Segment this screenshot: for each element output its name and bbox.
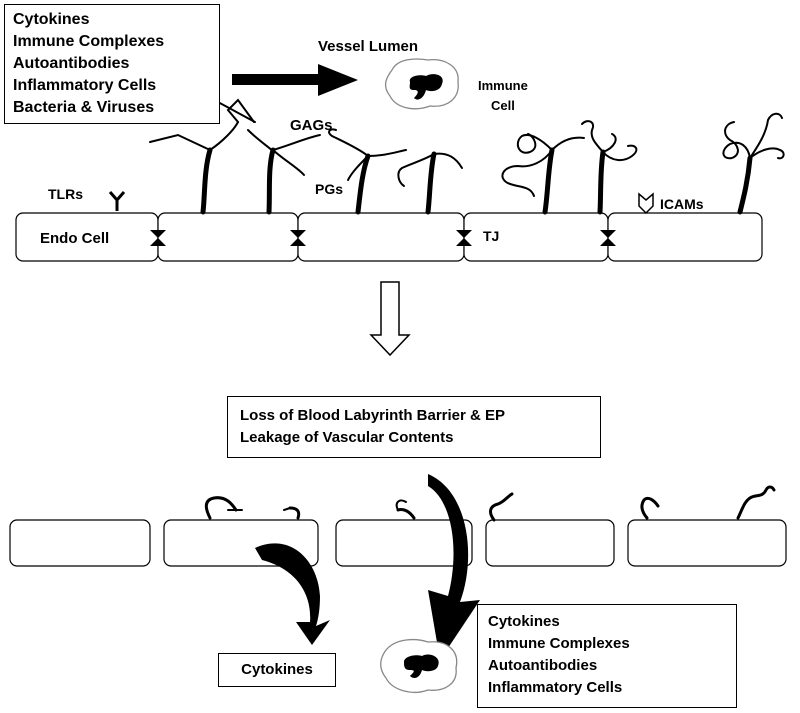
damaged-cell-5: [627, 519, 787, 567]
proteoglycans-top: [149, 98, 785, 215]
causes-item: Immune Complexes: [13, 33, 165, 50]
endo-cell-5: [607, 212, 763, 262]
tlrs-label: TLRs: [48, 186, 83, 202]
loss-item: Leakage of Vascular Contents: [240, 429, 454, 446]
loss-item: Loss of Blood Labyrinth Barrier & EP: [240, 407, 506, 424]
damaged-cell-3: [335, 519, 473, 567]
damaged-cell-1: [9, 519, 151, 567]
endothelial-layer-top: [15, 212, 763, 262]
icams-label: ICAMs: [660, 196, 704, 212]
tight-junctions: [150, 230, 616, 246]
pgs-label: PGs: [315, 181, 344, 197]
down-arrow-outline: [369, 281, 411, 357]
lumen-arrow: [232, 64, 358, 96]
damaged-gags: [204, 485, 776, 522]
immune-cell-label-line: Cell: [491, 98, 515, 113]
endo-cell-label: Endo Cell: [40, 230, 110, 247]
leakage-arrow: [428, 474, 480, 660]
causes-box-bottom: Cytokines Immune Complexes Autoantibodie…: [477, 604, 737, 708]
immune-cell-bottom: [380, 638, 458, 693]
endothelial-layer-bottom: [9, 519, 787, 567]
vessel-lumen-label: Vessel Lumen: [318, 38, 419, 55]
endo-cell-3: [297, 212, 465, 262]
causes-item: Bacteria & Viruses: [13, 99, 155, 116]
icam-icon: [638, 192, 654, 215]
cytokines-text: Cytokines: [241, 661, 313, 678]
causes-item: Inflammatory Cells: [488, 679, 623, 696]
damaged-cell-4: [485, 519, 615, 567]
cytokine-release-arrow: [255, 543, 330, 645]
causes-item: Autoantibodies: [488, 657, 598, 674]
gags-label: GAGs: [290, 117, 333, 134]
causes-item: Immune Complexes: [488, 635, 630, 652]
causes-item: Cytokines: [488, 613, 560, 630]
tj-label: TJ: [483, 228, 500, 244]
immune-cell-top: [384, 58, 459, 110]
causes-item: Autoantibodies: [13, 55, 130, 72]
endo-cell-2: [157, 212, 299, 262]
loss-box: Loss of Blood Labyrinth Barrier & EP Lea…: [227, 396, 601, 458]
causes-item: Cytokines: [13, 11, 90, 28]
causes-box-top: Cytokines Immune Complexes Autoantibodie…: [4, 4, 220, 124]
causes-item: Inflammatory Cells: [13, 77, 157, 94]
immune-cell-label: Immune Cell: [478, 76, 528, 116]
cytokines-box: Cytokines: [218, 653, 336, 687]
tlr-icon: [108, 191, 126, 211]
immune-cell-label-line: Immune: [478, 78, 528, 93]
